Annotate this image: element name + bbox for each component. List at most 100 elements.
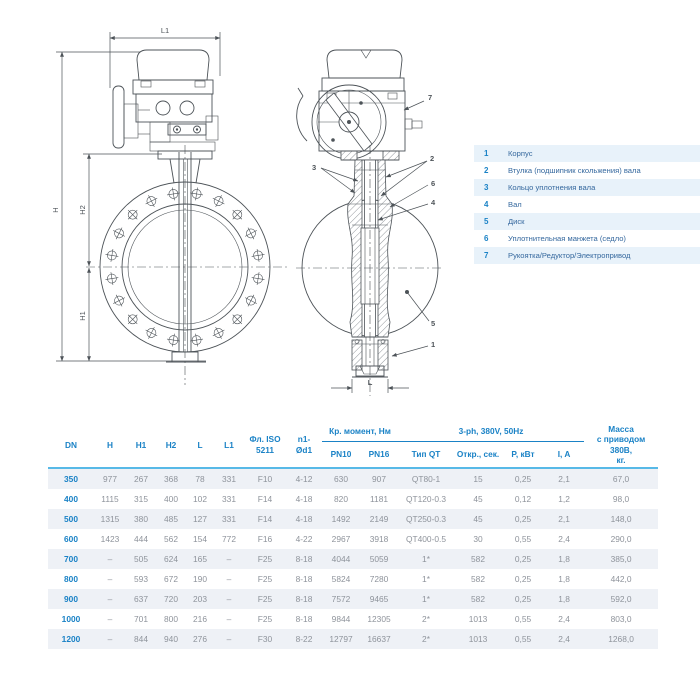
value-cell: 98,0 (612, 494, 630, 505)
value-cell: 0,25 (514, 594, 532, 605)
value-cell: QT120-0.3 (405, 494, 447, 505)
value-cell: – (107, 554, 113, 565)
value-cell: – (107, 614, 113, 625)
value-cell: 380 (134, 514, 148, 525)
value-cell: F25 (257, 574, 273, 585)
group-header-torque: Кр. момент, Нм (322, 422, 399, 442)
value-cell: 592,0 (610, 594, 632, 605)
value-cell: – (107, 634, 113, 645)
value-cell: 485 (164, 514, 178, 525)
legend-item-number: 2 (484, 166, 489, 175)
legend-item-number: 1 (484, 149, 489, 158)
dn-cell: 400 (64, 494, 78, 505)
value-cell: – (226, 614, 232, 625)
value-cell: F25 (257, 614, 273, 625)
value-cell: F30 (257, 634, 273, 645)
value-cell: 5824 (331, 574, 351, 585)
value-cell: 624 (164, 554, 178, 565)
value-cell: 772 (222, 534, 236, 545)
value-cell: 67,0 (612, 474, 630, 485)
value-cell: 0,55 (514, 634, 532, 645)
value-cell: F16 (257, 534, 273, 545)
value-cell: 1315 (100, 514, 120, 525)
value-cell: 630 (334, 474, 348, 485)
value-cell: 593 (134, 574, 148, 585)
col-header-pn10: PN10 (330, 449, 352, 460)
spec-table-section: DN H H1 H2 L L1 Фл. ISO 5211 n1- Ød1 Кр.… (48, 422, 659, 650)
value-cell: 9465 (369, 594, 389, 605)
legend-item-label: Рукоятка/Редуктор/Электропривод (508, 251, 631, 260)
legend-item-number: 3 (484, 183, 489, 192)
value-cell: – (226, 594, 232, 605)
value-cell: 7572 (331, 594, 351, 605)
value-cell: 4-18 (295, 514, 313, 525)
value-cell: 1013 (468, 614, 488, 625)
value-cell: – (107, 594, 113, 605)
value-cell: 1423 (100, 534, 120, 545)
callout-7: 7 (428, 93, 432, 102)
dn-cell: 600 (64, 534, 78, 545)
dimension-h1: H1 (78, 267, 91, 362)
callout-4: 4 (431, 198, 436, 207)
value-cell: 190 (193, 574, 207, 585)
value-cell: 1,2 (558, 494, 570, 505)
valve-technical-drawing: L1 H H2 H1 (51, 26, 444, 396)
value-cell: 3918 (369, 534, 389, 545)
value-cell: 8-18 (295, 554, 313, 565)
value-cell: 820 (334, 494, 348, 505)
value-cell: 844 (134, 634, 148, 645)
spec-table: DN H H1 H2 L L1 Фл. ISO 5211 n1- Ød1 Кр.… (48, 422, 659, 650)
col-header-l1: L1 (224, 439, 234, 450)
legend-item-label: Корпус (508, 149, 533, 158)
value-cell: 331 (222, 474, 236, 485)
value-cell: 331 (222, 514, 236, 525)
value-cell: 2,1 (558, 474, 570, 485)
value-cell: 1013 (468, 634, 488, 645)
value-cell: 582 (471, 594, 485, 605)
dimension-h2-label: H2 (78, 205, 87, 215)
value-cell: F25 (257, 594, 273, 605)
value-cell: 0,25 (514, 514, 532, 525)
value-cell: 720 (164, 594, 178, 605)
value-cell: 672 (164, 574, 178, 585)
col-header-h1: H1 (135, 439, 147, 450)
value-cell: 165 (193, 554, 207, 565)
value-cell: 4-18 (295, 494, 313, 505)
legend-item-label: Уплотнительная манжета (седло) (508, 234, 626, 243)
value-cell: 4-22 (295, 534, 313, 545)
col-header-flange-iso: Фл. ISO 5211 (249, 434, 281, 455)
col-header-n1-od1: n1- Ød1 (295, 434, 313, 455)
col-header-dn: DN (65, 439, 77, 450)
value-cell: 8-18 (295, 574, 313, 585)
value-cell: 1,8 (558, 594, 570, 605)
col-header-pn16: PN16 (368, 449, 390, 460)
callout-5: 5 (431, 319, 435, 328)
value-cell: F25 (257, 554, 273, 565)
col-header-mass: Масса с приводом 380В, кг. (596, 424, 646, 466)
col-header-h2: H2 (165, 439, 177, 450)
value-cell: F14 (257, 514, 273, 525)
legend-item: 4 Вал (474, 196, 700, 213)
callout-1: 1 (431, 340, 435, 349)
value-cell: 637 (134, 594, 148, 605)
value-cell: 701 (134, 614, 148, 625)
col-header-open-sec: Откр., сек. (456, 449, 500, 460)
value-cell: – (107, 574, 113, 585)
legend-item: 1 Корпус (474, 145, 700, 162)
value-cell: 2* (422, 634, 430, 645)
value-cell: F10 (257, 474, 273, 485)
value-cell: 2,4 (558, 634, 570, 645)
dimension-h-label: H (51, 207, 60, 212)
value-cell: 5059 (369, 554, 389, 565)
value-cell: 368 (164, 474, 178, 485)
col-header-p-kw: P, кВт (511, 449, 535, 460)
value-cell: 78 (195, 474, 205, 485)
legend-item-label: Вал (508, 200, 522, 209)
value-cell: 45 (473, 494, 483, 505)
value-cell: 907 (372, 474, 386, 485)
value-cell: 562 (164, 534, 178, 545)
legend-item-number: 4 (484, 200, 489, 209)
